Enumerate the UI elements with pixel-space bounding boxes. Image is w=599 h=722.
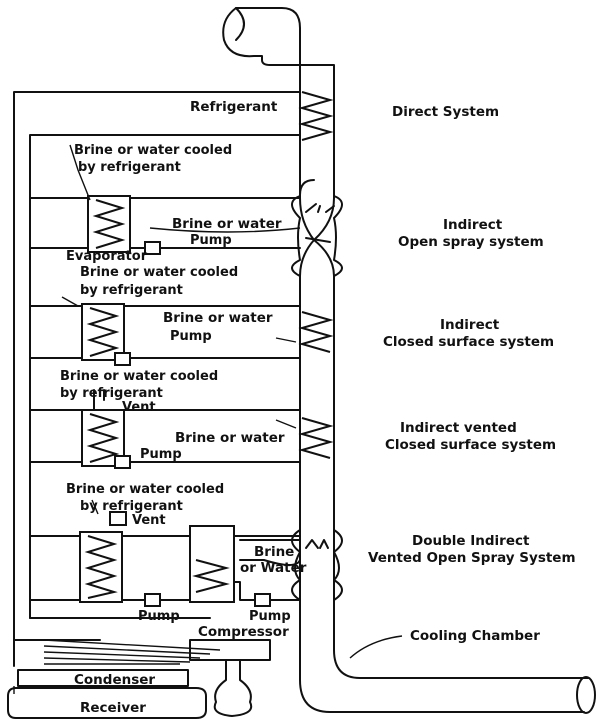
vent-4-label: Vent — [132, 513, 166, 528]
machinery — [7, 639, 271, 719]
indirect-1-label: Indirect — [443, 217, 503, 233]
brine-4-label: Brine — [254, 544, 294, 560]
bw-cooled-4b-label: by refrigerant — [80, 499, 183, 514]
refrigerant-label: Refrigerant — [190, 99, 278, 115]
pump-4b-label: Pump — [249, 609, 291, 624]
bw-cooled-1b-label: by refrigerant — [78, 160, 181, 175]
closed-surface-label: Closed surface system — [383, 334, 554, 350]
vent-3-label: Vent — [122, 400, 156, 415]
direct-coil-icon — [298, 91, 334, 141]
closed-surface-3-label: Closed surface system — [385, 437, 556, 453]
section-open-spray — [29, 144, 335, 255]
section-closed-surface — [29, 296, 334, 366]
bw-cooled-3b-label: by refrigerant — [60, 386, 163, 401]
open-spray-label: Open spray system — [398, 234, 544, 250]
section-vented-closed — [29, 389, 334, 469]
pump-4a-label: Pump — [138, 609, 180, 624]
direct-system-label: Direct System — [392, 104, 499, 120]
refrigerant-lines — [13, 91, 301, 667]
pump-2-label: Pump — [170, 329, 212, 344]
or-water-4-label: or Water — [240, 560, 307, 576]
cooling-chamber-pointer — [349, 635, 403, 659]
receiver-label: Receiver — [80, 700, 146, 716]
condenser-label: Condenser — [74, 672, 155, 688]
bw-3-label: Brine or water — [175, 430, 285, 446]
evaporator-label: Evaporator — [66, 249, 148, 264]
vented-open-spray-label: Vented Open Spray System — [368, 550, 576, 566]
bw-cooled-3a-label: Brine or water cooled — [60, 369, 218, 384]
section-double-indirect — [29, 499, 329, 607]
pump-3-label: Pump — [140, 447, 182, 462]
bw-cooled-1a-label: Brine or water cooled — [74, 143, 232, 158]
compressor-label: Compressor — [198, 624, 289, 640]
bw-1-label: Brine or water — [172, 216, 282, 232]
cooling-chamber-label: Cooling Chamber — [410, 628, 540, 644]
indirect-vented-label: Indirect vented — [400, 420, 517, 436]
indirect-2-label: Indirect — [440, 317, 500, 333]
pump-1-label: Pump — [190, 233, 232, 248]
bw-cooled-2b-label: by refrigerant — [80, 283, 183, 298]
bw-cooled-2a-label: Brine or water cooled — [80, 265, 238, 280]
double-indirect-label: Double Indirect — [412, 533, 530, 549]
bw-2-label: Brine or water — [163, 310, 273, 326]
bw-cooled-4a-label: Brine or water cooled — [66, 482, 224, 497]
